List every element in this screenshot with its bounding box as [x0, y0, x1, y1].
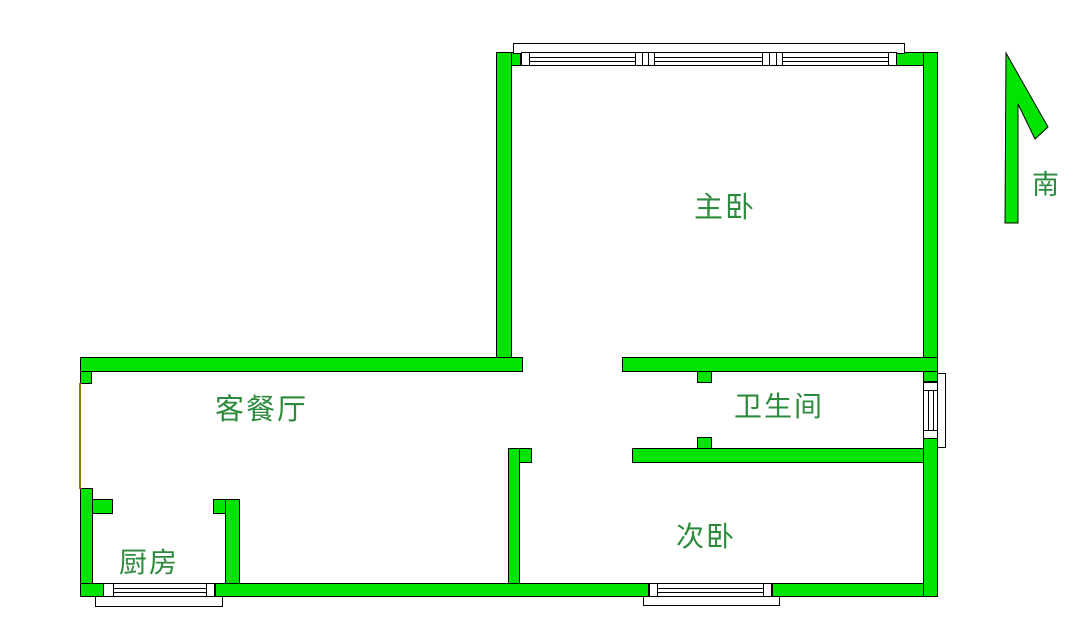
bathroom-window-sill [937, 373, 946, 448]
wall-bathroom-top [622, 357, 938, 372]
wall-living-left-jamb [80, 371, 92, 384]
wall-bathroom-bottom [632, 448, 938, 463]
wall-bathroom-door-jamb-bottom [697, 437, 712, 449]
label-bathroom: 卫生间 [734, 392, 825, 423]
left-wall-opening-line [79, 383, 81, 489]
master-window-cap-left [521, 52, 530, 66]
wall-bathroom-door-jamb-top [697, 371, 712, 383]
wall-right-upper [923, 52, 938, 382]
master-window-glass [529, 52, 889, 66]
wall-kitchen-door-jamb-left [92, 499, 113, 514]
wall-living-top [80, 357, 523, 372]
master-window-mullion-2 [762, 52, 783, 66]
kitchen-window-cap-left [103, 583, 114, 597]
label-second-bedroom: 次卧 [676, 522, 737, 553]
bathroom-window-glass [923, 390, 938, 431]
label-living-dining: 客餐厅 [215, 394, 309, 426]
wall-hall-vertical [508, 448, 520, 597]
bathroom-window-cap-bottom [923, 430, 938, 439]
compass-arrow-icon [1004, 51, 1049, 224]
second-bedroom-window-cap-right [763, 583, 772, 597]
second-bedroom-window-sill [643, 596, 780, 606]
kitchen-window-sill [95, 596, 223, 607]
wall-bottom-segment-right [772, 583, 938, 597]
kitchen-window-cap-right [206, 583, 215, 597]
wall-master-left [496, 52, 512, 372]
second-bedroom-window-glass [657, 583, 764, 597]
bathroom-window-cap-top [923, 382, 938, 391]
label-master-bedroom: 主卧 [694, 192, 757, 224]
wall-right-lower [923, 438, 938, 597]
second-bedroom-window-cap-left [649, 583, 658, 597]
kitchen-window-glass [113, 583, 207, 597]
compass-label: 南 [1032, 170, 1059, 200]
master-window-mullion-1 [635, 52, 655, 66]
wall-bottom-segment-left [80, 583, 104, 597]
master-window-cap-right [888, 52, 897, 66]
label-kitchen: 厨房 [119, 548, 180, 579]
wall-bottom-segment-middle [215, 583, 649, 597]
